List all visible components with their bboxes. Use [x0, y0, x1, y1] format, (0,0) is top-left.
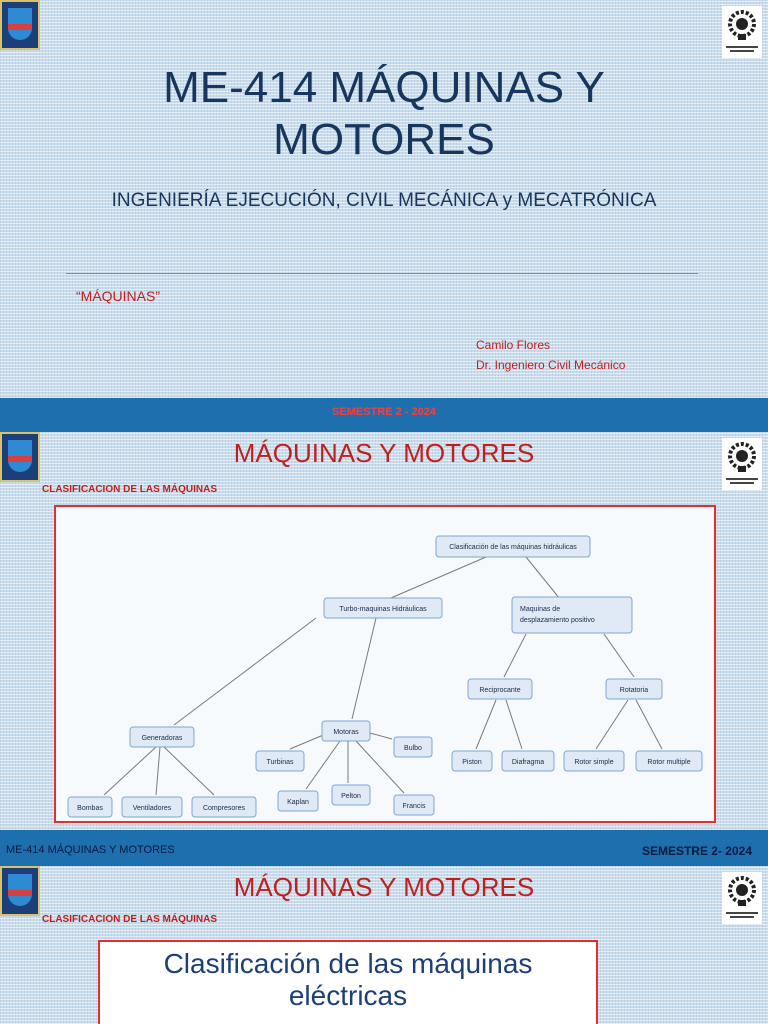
edge [369, 732, 393, 740]
edge [103, 746, 157, 796]
slide-subtitle: CLASIFICACION DE LAS MÁQUINAS [42, 484, 217, 495]
node-motoras: Motoras [321, 720, 371, 742]
node-piston: Piston [451, 750, 493, 772]
node-turbo-label: Turbo-maquinas Hidráulicas [339, 606, 427, 613]
edge [475, 699, 497, 750]
gear-bulb-logo-icon [722, 6, 762, 58]
node-rotor-multiple-label: Rotor multiple [647, 759, 690, 766]
semester-label: SEMESTRE 2 - 2024 [332, 406, 436, 418]
slide-title: MÁQUINAS Y MOTORES [233, 872, 535, 902]
edge [305, 740, 341, 790]
slide-electric-classification: MÁQUINAS Y MOTORES CLASIFICACION DE LAS … [0, 866, 768, 1024]
footer-bar-1: SEMESTRE 2 - 2024 [0, 398, 768, 432]
node-motoras-label: Motoras [333, 729, 359, 736]
edge [383, 556, 487, 602]
node-diafragma: Diafragma [501, 750, 555, 772]
node-kaplan: Kaplan [277, 790, 319, 812]
edge [173, 617, 317, 726]
node-francis: Francis [393, 794, 435, 816]
node-bombas-label: Bombas [77, 805, 103, 812]
node-bulbo: Bulbo [393, 736, 433, 758]
node-desplazamiento-label-1: Maquinas de [520, 606, 560, 613]
node-pelton: Pelton [331, 784, 371, 806]
university-shield-icon [0, 0, 40, 50]
node-generadoras: Generadoras [129, 726, 195, 748]
node-piston-label: Piston [462, 759, 482, 766]
title-line-1: ME-414 MÁQUINAS Y [163, 63, 605, 112]
edge [503, 633, 527, 678]
edge [163, 746, 215, 796]
classification-diagram: Clasificación de las máquinas hidráulica… [54, 505, 716, 823]
node-pelton-label: Pelton [341, 793, 361, 800]
node-turbo: Turbo-maquinas Hidráulicas [323, 597, 443, 619]
edge [635, 699, 663, 750]
node-kaplan-label: Kaplan [287, 799, 309, 806]
edge [155, 746, 161, 796]
course-label: ME-414 MÁQUINAS Y MOTORES [6, 844, 175, 856]
node-ventiladores-label: Ventiladores [133, 805, 172, 812]
slide-title: MÁQUINAS Y MOTORES [233, 438, 535, 468]
node-rotor-simple: Rotor simple [563, 750, 625, 772]
footer-bar-2: ME-414 MÁQUINAS Y MOTORES SEMESTRE 2- 20… [0, 830, 768, 866]
slide-hydraulic-classification: MÁQUINAS Y MOTORES CLASIFICACION DE LAS … [0, 432, 768, 830]
electric-classification-box: Clasificación de las máquinas eléctricas [98, 940, 598, 1024]
node-francis-label: Francis [403, 803, 426, 810]
gear-bulb-logo-icon [722, 872, 762, 924]
node-desplazamiento: Maquinas de desplazamiento positivo [511, 596, 633, 634]
presentation-subtitle: INGENIERÍA EJECUCIÓN, CIVIL MECÁNICA y M… [111, 190, 657, 211]
edge [525, 556, 561, 600]
node-reciprocante-label: Reciprocante [479, 687, 520, 694]
node-compresores-label: Compresores [203, 805, 246, 812]
author-name: Camilo Flores [476, 338, 551, 352]
edge [603, 633, 635, 678]
node-diafragma-label: Diafragma [512, 759, 544, 766]
title-line-2: MOTORES [273, 115, 495, 164]
university-shield-icon [0, 866, 40, 916]
node-generadoras-label: Generadoras [142, 735, 183, 742]
node-turbinas: Turbinas [255, 750, 305, 772]
slide-title: ME-414 MÁQUINAS Y MOTORES INGENIERÍA EJE… [0, 0, 768, 398]
node-reciprocante: Reciprocante [467, 678, 533, 700]
presentation-title: ME-414 MÁQUINAS Y MOTORES [0, 62, 768, 166]
edge [595, 699, 629, 750]
node-rotatoria: Rotatoria [605, 678, 663, 700]
node-rotatoria-label: Rotatoria [620, 687, 649, 694]
node-root-label: Clasificación de las máquinas hidráulica… [449, 544, 577, 551]
divider [66, 273, 698, 274]
semester-label: SEMESTRE 2- 2024 [641, 844, 752, 858]
author-block: Camilo Flores Dr. Ingeniero Civil Mecáni… [476, 335, 625, 375]
node-bombas: Bombas [67, 796, 113, 818]
node-desplazamiento-label-2: desplazamiento positivo [520, 617, 595, 624]
author-title: Dr. Ingeniero Civil Mecánico [476, 358, 626, 372]
topic-label: “MÁQUINAS” [76, 288, 160, 304]
node-rotor-simple-label: Rotor simple [574, 759, 613, 766]
node-bulbo-label: Bulbo [404, 745, 422, 752]
node-ventiladores: Ventiladores [121, 796, 183, 818]
node-compresores: Compresores [191, 796, 257, 818]
edge [351, 617, 377, 720]
node-root: Clasificación de las máquinas hidráulica… [435, 535, 591, 558]
university-shield-icon [0, 432, 40, 482]
slide-subtitle: CLASIFICACION DE LAS MÁQUINAS [42, 914, 217, 925]
concept-map: Clasificación de las máquinas hidráulica… [67, 535, 703, 818]
gear-bulb-logo-icon [722, 438, 762, 490]
node-turbinas-label: Turbinas [267, 759, 294, 766]
node-rotor-multiple: Rotor multiple [635, 750, 703, 772]
edge [505, 699, 523, 750]
edge [355, 740, 405, 794]
box-line-2: eléctricas [288, 980, 408, 1011]
box-line-1: Clasificación de las máquinas [163, 948, 533, 979]
